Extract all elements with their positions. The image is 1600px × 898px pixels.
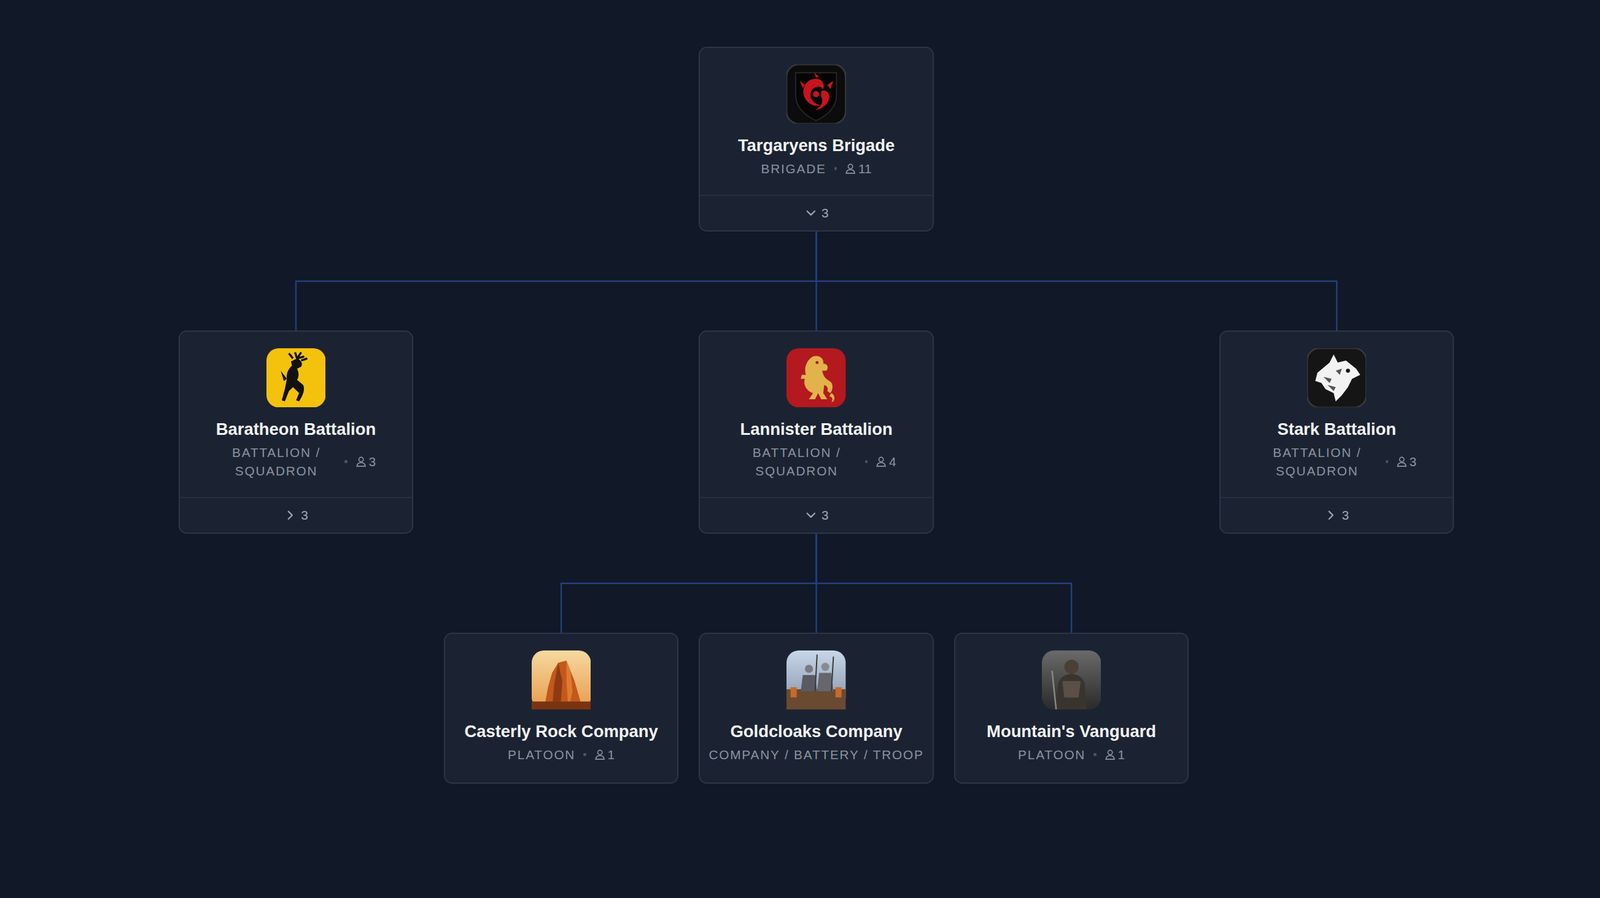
child-count: 3 — [300, 507, 309, 523]
unit-card: Lannister BattalionBATTALION / SQUADRON 4… — [698, 330, 934, 534]
child-count: 3 — [821, 507, 829, 523]
unit-emblem — [786, 650, 846, 710]
separator-dot — [1093, 752, 1096, 756]
person-icon — [594, 748, 606, 760]
member-count: 1 — [607, 745, 616, 764]
unit-card: Targaryens BrigadeBRIGADE 11 3 — [698, 46, 934, 232]
person-icon — [1396, 455, 1408, 467]
person-icon — [875, 455, 887, 467]
expand-toggle: 3 — [1220, 496, 1453, 533]
unit-meta: PLATOON 1 — [507, 745, 615, 764]
child-count: 3 — [821, 205, 829, 221]
tree-connector — [561, 533, 817, 633]
person-icon — [844, 162, 856, 174]
tree-connector — [816, 231, 1338, 331]
member-count: 4 — [889, 452, 897, 471]
unit-type: BATTALION / SQUADRON — [1256, 443, 1378, 481]
unit-emblem — [1307, 348, 1367, 408]
expand-toggle: 3 — [699, 496, 933, 533]
unit-type: COMPANY / BATTERY / TROOP — [708, 745, 924, 764]
unit-name: Stark Battalion — [1277, 418, 1396, 439]
separator-dot — [583, 752, 586, 756]
chevron-icon — [1324, 508, 1338, 522]
unit-type: BATTALION / SQUADRON — [216, 443, 337, 481]
person-icon — [355, 455, 367, 467]
member-count: 11 — [858, 159, 872, 179]
child-count: 3 — [1342, 507, 1350, 523]
unit-emblem — [1041, 650, 1101, 710]
unit-card: Baratheon BattalionBATTALION / SQUADRON 3… — [178, 330, 414, 534]
member-count: 3 — [368, 452, 376, 471]
separator-dot — [1385, 459, 1389, 463]
unit-emblem — [786, 348, 846, 408]
member-count: 1 — [1118, 745, 1126, 764]
unit-meta: COMPANY / BATTERY / TROOP — [708, 745, 924, 764]
unit-card: Stark BattalionBATTALION / SQUADRON 3 3 — [1219, 330, 1454, 534]
unit-meta: PLATOON 1 — [1017, 745, 1125, 764]
separator-dot — [834, 166, 837, 170]
person-icon — [1104, 748, 1116, 760]
member-count: 3 — [1409, 452, 1418, 471]
tree-connector — [295, 231, 817, 331]
unit-name: Goldcloaks Company — [730, 720, 902, 742]
unit-type: PLATOON — [1017, 745, 1086, 764]
unit-meta: BATTALION / SQUADRON 4 — [736, 443, 897, 481]
unit-name: Casterly Rock Company — [464, 720, 658, 742]
unit-name: Baratheon Battalion — [216, 418, 376, 439]
unit-type: PLATOON — [507, 745, 576, 764]
unit-emblem — [531, 650, 591, 710]
unit-meta: BATTALION / SQUADRON 3 — [1256, 443, 1417, 481]
chevron-icon — [804, 508, 818, 522]
unit-name: Targaryens Brigade — [737, 135, 895, 156]
unit-emblem — [266, 348, 326, 408]
unit-card: Casterly Rock CompanyPLATOON 1 — [443, 632, 679, 784]
unit-name: Mountain's Vanguard — [986, 720, 1157, 742]
unit-type: BATTALION / SQUADRON — [736, 443, 858, 481]
unit-meta: BRIGADE 11 — [761, 159, 872, 179]
chevron-icon — [283, 508, 298, 522]
chevron-icon — [804, 206, 818, 220]
expand-toggle: 3 — [179, 496, 412, 533]
tree-connector — [816, 533, 1072, 633]
unit-card: Mountain's VanguardPLATOON 1 — [954, 632, 1189, 784]
unit-card: Goldcloaks CompanyCOMPANY / BATTERY / TR… — [698, 632, 934, 784]
unit-emblem — [786, 64, 846, 124]
unit-meta: BATTALION / SQUADRON 3 — [216, 443, 376, 481]
unit-name: Lannister Battalion — [739, 418, 893, 439]
expand-toggle: 3 — [699, 194, 933, 231]
separator-dot — [344, 459, 347, 463]
unit-type: BRIGADE — [761, 159, 827, 179]
separator-dot — [865, 459, 868, 463]
